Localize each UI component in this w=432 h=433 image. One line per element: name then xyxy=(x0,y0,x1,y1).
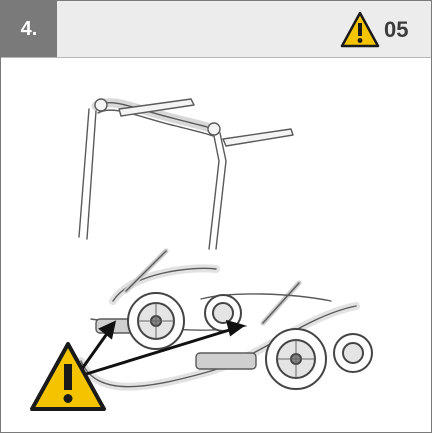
panel-header: 4. 05 xyxy=(1,1,431,58)
warning-triangle-icon xyxy=(30,342,106,411)
warning-code: 05 xyxy=(384,17,409,42)
step-number: 4. xyxy=(1,1,57,57)
stroller-illustration xyxy=(77,98,373,391)
warning-triangle-icon xyxy=(340,11,380,48)
